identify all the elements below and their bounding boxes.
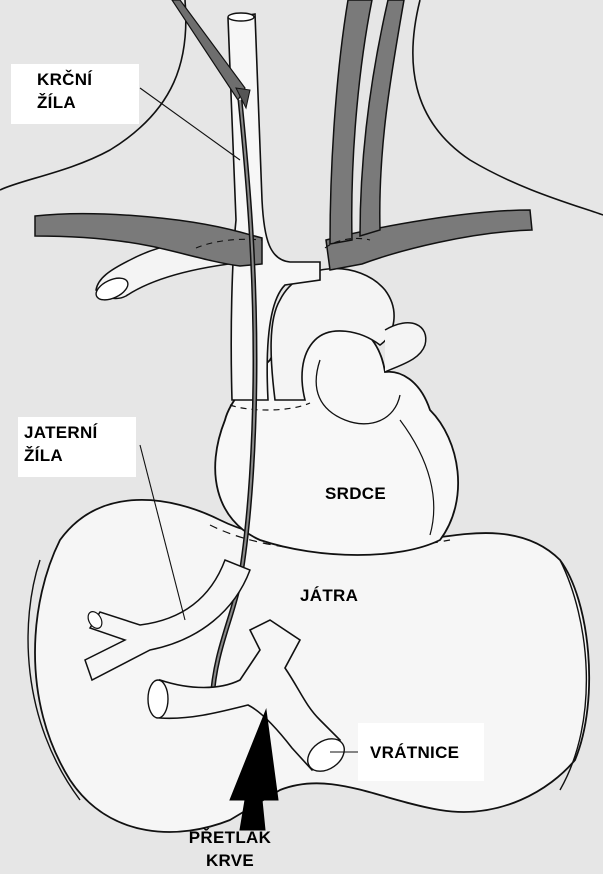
superior-vena-cava [227,13,321,401]
jugular-opening [227,12,255,22]
aortic-arch [270,267,395,401]
label-blood-pressure: PŘETLAK KRVE [188,828,272,870]
label-jugular-vein: KRČNÍ ŽÍLA [11,64,139,124]
label-hepatic-vein: JATERNÍ ŽÍLA [18,417,136,477]
portal-vein [159,619,342,772]
vein-opening-left [95,277,129,301]
junction-dashed-right [324,237,371,249]
carotid-vessel-a [329,0,373,245]
pressure-arrow [229,708,279,831]
portal-vein-opening-right [307,738,345,772]
liver-right-edge [559,559,588,791]
pointer-line-hepatic [139,444,186,621]
label-liver: JÁTRA [300,586,359,605]
body-outline-right [412,0,603,216]
catheter-core [211,99,257,701]
subclavian-vessel-right [325,209,533,271]
subclavian-vessel-left [34,212,263,267]
needle [171,0,246,102]
needle-tip [235,87,251,110]
liver-lobe-line [27,559,81,801]
carotid-vessel-b [359,0,405,238]
label-heart: SRDCE [325,484,387,503]
heart-groove [399,419,435,536]
junction-dashed-left [195,238,263,249]
pulmonary-trunk [384,322,427,373]
heart-contour [315,359,401,425]
hepatic-vein [84,559,251,682]
body-outline [0,0,187,191]
portal-vein-opening-left [147,679,169,719]
pointer-line-jugular [139,87,241,161]
label-portal-vein: VRÁTNICE [358,723,484,781]
hepatic-vein-opening [87,611,103,629]
